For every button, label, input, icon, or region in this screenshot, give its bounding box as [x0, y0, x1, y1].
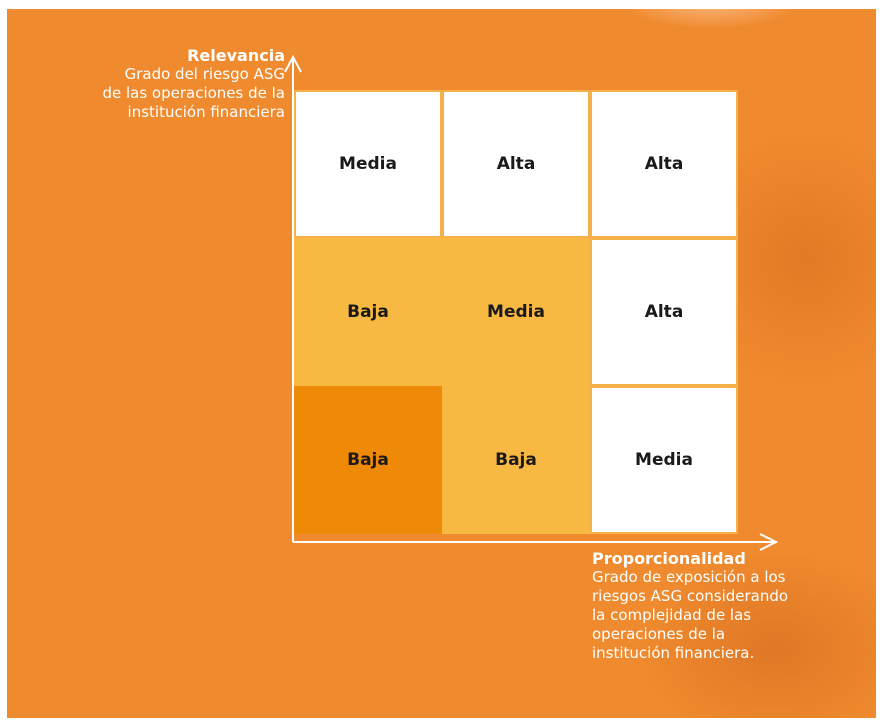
matrix-cell-media: Media [590, 386, 738, 534]
x-axis-label: Proporcionalidad Grado de exposición a l… [592, 549, 788, 663]
x-axis-description-line: Grado de exposición a los [592, 568, 786, 586]
x-axis-arrowhead [759, 533, 779, 551]
x-axis-description-line: operaciones de la [592, 625, 726, 643]
matrix-cell-baja: Baja [294, 386, 442, 534]
x-axis-description-line: institución financiera. [592, 644, 755, 662]
y-axis-description-line: institución financiera [127, 103, 285, 121]
matrix-cell-alta: Alta [590, 90, 738, 238]
x-axis-description-line: la complejidad de las [592, 606, 752, 624]
y-axis-title: Relevancia [187, 46, 285, 65]
matrix-cell-media: Media [442, 238, 590, 386]
y-axis-description-line: Grado del riesgo ASG [124, 65, 285, 83]
y-axis-arrowhead [284, 54, 302, 73]
x-axis-description-line: riesgos ASG considerando [592, 587, 789, 605]
matrix-cell-alta: Alta [590, 238, 738, 386]
matrix-cell-media: Media [294, 90, 442, 238]
y-axis-label: Relevancia Grado del riesgo ASG de las o… [102, 46, 285, 122]
matrix-cell-alta: Alta [442, 90, 590, 238]
matrix-cell-baja: Baja [294, 238, 442, 386]
matrix-cell-baja: Baja [442, 386, 590, 534]
y-axis-description-line: de las operaciones de la [102, 84, 285, 102]
x-axis-title: Proporcionalidad [592, 549, 746, 568]
